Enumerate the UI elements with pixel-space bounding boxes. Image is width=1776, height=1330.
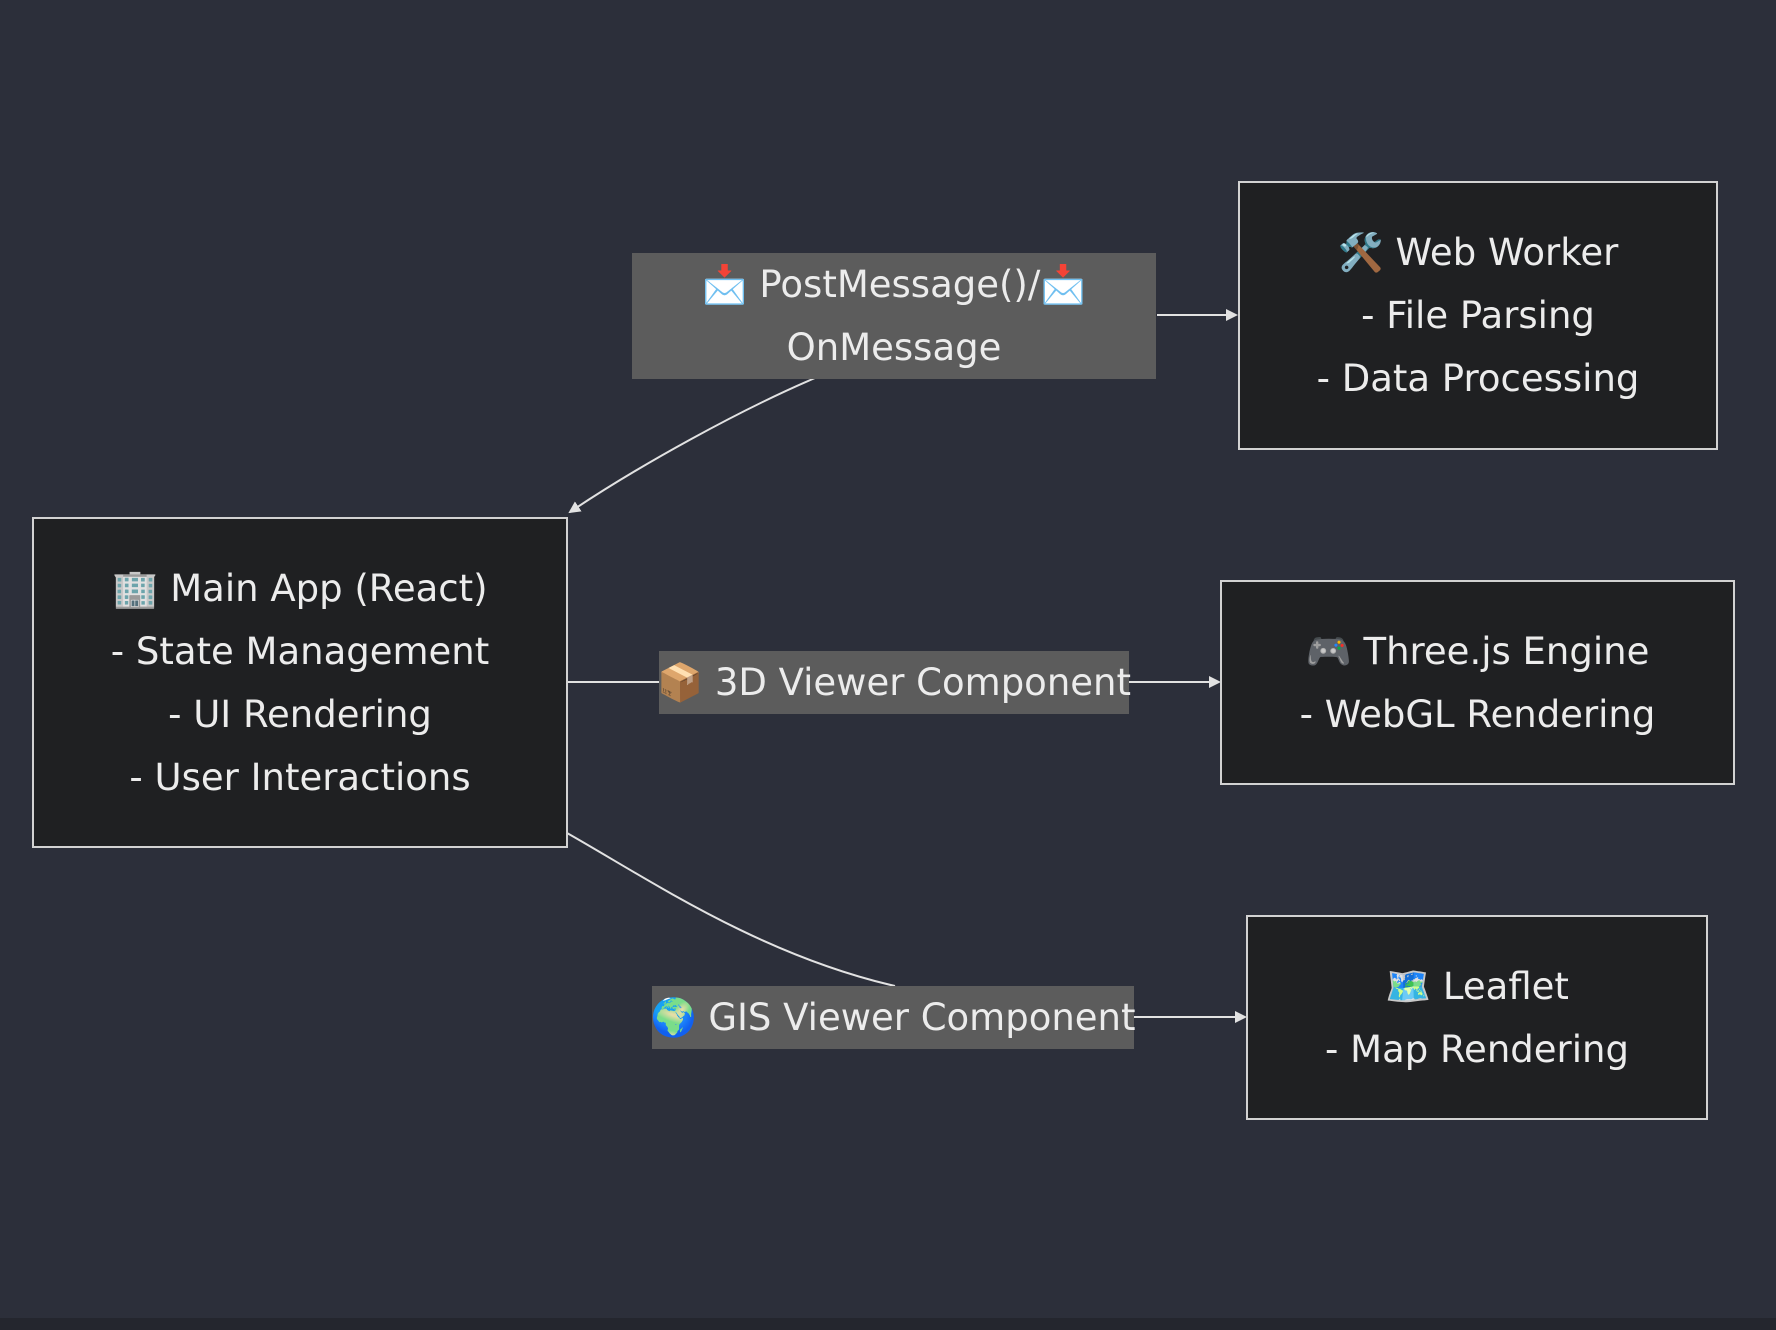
postmessage-label-line-1: 📩 PostMessage()/📩 — [701, 263, 1087, 306]
main-app-node[interactable]: 🏢 Main App (React) - State Management - … — [32, 517, 568, 848]
viewer3d-label: 📦 3D Viewer Component — [657, 661, 1131, 704]
web-worker-node[interactable]: 🛠️ Web Worker - File Parsing - Data Proc… — [1238, 181, 1718, 450]
main-app-title: 🏢 Main App (React) — [112, 566, 488, 610]
leaflet-title: 🗺️ Leaflet — [1385, 964, 1569, 1008]
postmessage-label-line-2: OnMessage — [786, 326, 1002, 369]
main-app-line-interactions: - User Interactions — [129, 755, 471, 799]
web-worker-line-parsing: - File Parsing — [1361, 294, 1595, 337]
main-app-line-state: - State Management — [110, 629, 490, 673]
viewer3d-edge-label: 📦 3D Viewer Component — [657, 651, 1131, 714]
threejs-line-webgl: - WebGL Rendering — [1299, 692, 1656, 736]
web-worker-line-processing: - Data Processing — [1316, 357, 1640, 400]
leaflet-node[interactable]: 🗺️ Leaflet - Map Rendering — [1246, 915, 1708, 1120]
threejs-title: 🎮 Three.js Engine — [1305, 629, 1650, 673]
gis-edge-label: 🌍 GIS Viewer Component — [650, 986, 1136, 1049]
gis-label: 🌍 GIS Viewer Component — [650, 996, 1136, 1039]
edge-main-app-to-gis-label — [566, 832, 896, 987]
leaflet-line-map: - Map Rendering — [1325, 1027, 1629, 1071]
threejs-node[interactable]: 🎮 Three.js Engine - WebGL Rendering — [1220, 580, 1735, 785]
main-app-line-ui: - UI Rendering — [168, 692, 432, 736]
edge-main-app-to-web-worker — [568, 377, 816, 514]
web-worker-title: 🛠️ Web Worker — [1337, 231, 1619, 274]
bottom-edge-strip — [0, 1318, 1776, 1330]
postmessage-edge-label: 📩 PostMessage()/📩 OnMessage — [632, 253, 1156, 379]
